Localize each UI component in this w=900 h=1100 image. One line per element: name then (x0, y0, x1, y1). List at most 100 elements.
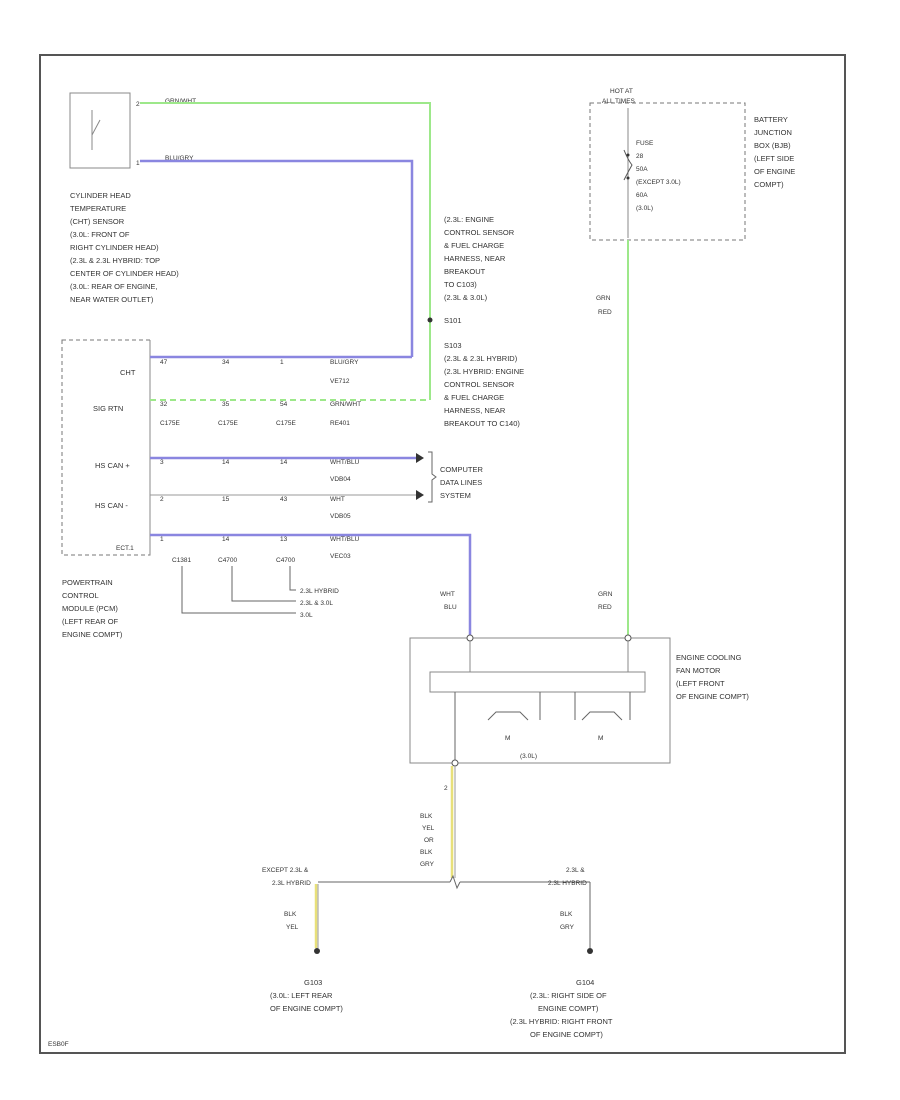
pcm-label-0: POWERTRAIN (62, 578, 113, 587)
arrow-hs-can-minus (416, 490, 424, 500)
pcm-label-2: MODULE (PCM) (62, 604, 118, 613)
cht-sensor: 2 1 GRN/WHT BLU/GRY CYLINDER HEAD TEMPER… (69, 92, 196, 304)
battery-junction-box: HOT AT ALL TIMES FUSE 28 50A (EXCEPT 3.0… (589, 88, 795, 241)
relay-left-contacts (454, 692, 541, 760)
ground-g103-dot (314, 948, 320, 954)
svg-text:14: 14 (222, 536, 230, 543)
arrow-hs-can-plus (416, 453, 424, 463)
svg-text:15: 15 (222, 496, 230, 503)
wire-label-blu-gry: BLU/GRY (165, 155, 194, 162)
sensor-pin-1: 1 (136, 160, 140, 167)
cht-label-5: (2.3L & 2.3L HYBRID: TOP (70, 256, 160, 265)
variant-23-30: 2.3L & 3.0L (300, 600, 333, 607)
wire-label-left-ground-0: BLK (284, 911, 297, 918)
cht-label-4: RIGHT CYLINDER HEAD) (70, 243, 159, 252)
fan-ground-pin: 2 (444, 785, 448, 792)
cht-label-6: CENTER OF CYLINDER HEAD) (70, 269, 179, 278)
cht-label-8: NEAR WATER OUTLET) (70, 295, 154, 304)
wire-label-right-ground-1: GRY (560, 924, 575, 931)
fan-label-2: (LEFT FRONT (676, 679, 725, 688)
fan-label-1: FAN MOTOR (676, 666, 721, 675)
bjb-label-5: COMPT) (754, 180, 784, 189)
wire-fan-control (150, 533, 472, 636)
svg-text:(2.3L HYBRID: ENGINE: (2.3L HYBRID: ENGINE (444, 367, 524, 376)
svg-text:(2.3L HYBRID: RIGHT FRONT: (2.3L HYBRID: RIGHT FRONT (510, 1017, 613, 1026)
bjb-title-0: HOT AT (610, 88, 633, 95)
svg-text:ENGINE COMPT): ENGINE COMPT) (538, 1004, 599, 1013)
svg-text:(2.3L: ENGINE: (2.3L: ENGINE (444, 215, 494, 224)
ground-g103-label: G103 (3.0L: LEFT REAR OF ENGINE COMPT) (270, 978, 343, 1013)
cht-label-2: (CHT) SENSOR (70, 217, 125, 226)
svg-text:13: 13 (280, 536, 288, 543)
wire-label-wht-blu-1: BLU (444, 604, 457, 611)
svg-text:32: 32 (160, 401, 168, 408)
bjb-label-1: JUNCTION (754, 128, 792, 137)
svg-text:43: 43 (280, 496, 288, 503)
svg-text:(2.3L & 3.0L): (2.3L & 3.0L) (444, 293, 488, 302)
svg-text:TO C103): TO C103) (444, 280, 477, 289)
bjb-label-4: OF ENGINE (754, 167, 795, 176)
svg-text:35: 35 (222, 401, 230, 408)
wire-label-grn-red-upper-0: GRN (596, 295, 611, 302)
connector-c175e-2: C175E (218, 420, 239, 427)
diagram-frame (39, 54, 846, 1054)
variant-hybrid: 2.3L HYBRID (300, 588, 339, 595)
svg-text:(3.0L): (3.0L) (636, 205, 653, 212)
svg-text:50A: 50A (636, 166, 648, 173)
connector-c1381: C1381 (172, 557, 192, 564)
variant-line-hybrid (289, 566, 296, 591)
svg-text:14: 14 (280, 459, 288, 466)
svg-text:BLK: BLK (420, 813, 433, 820)
motor-ground-wire-label: BLK YEL OR BLK GRY (420, 813, 435, 868)
cht-label-0: CYLINDER HEAD (70, 191, 131, 200)
wire-label-right-ground-0: BLK (560, 911, 573, 918)
wire-label-hs-can-plus: WHT/BLU (330, 459, 360, 466)
circuit-label-sig-rtn: RE401 (330, 420, 350, 427)
svg-text:& FUEL CHARGE: & FUEL CHARGE (444, 393, 504, 402)
svg-text:DATA LINES: DATA LINES (440, 478, 482, 487)
splice-s101-dot (427, 317, 433, 323)
wire-label-grn-red-lower-1: RED (598, 604, 612, 611)
cht-label-1: TEMPERATURE (70, 204, 126, 213)
pcm-row-sig-rtn: SIG RTN (93, 404, 123, 413)
svg-text:S103: S103 (444, 341, 462, 350)
wire-label-wht-blu-0: WHT (440, 591, 455, 598)
ground-g104-dot (587, 948, 593, 954)
wire-label-left-ground-1: YEL (286, 924, 299, 931)
pcm-label-1: CONTROL (62, 591, 99, 600)
svg-text:OF ENGINE COMPT): OF ENGINE COMPT) (270, 1004, 343, 1013)
engine-cooling-fan-motor: M M (3.0L) 2 ENGINE COOLING FAN MOTOR (L… (409, 634, 749, 792)
svg-text:2: 2 (160, 496, 164, 503)
branch-left-0: EXCEPT 2.3L & (262, 867, 309, 874)
bjb-body (589, 102, 746, 241)
bjb-label-2: BOX (BJB) (754, 141, 791, 150)
branch-left-1: 2.3L HYBRID (272, 880, 311, 887)
svg-text:1: 1 (160, 536, 164, 543)
branch-right-1: 2.3L HYBRID (548, 880, 587, 887)
svg-text:HARNESS, NEAR: HARNESS, NEAR (444, 254, 506, 263)
svg-text:(2.3L: RIGHT SIDE OF: (2.3L: RIGHT SIDE OF (530, 991, 607, 1000)
connector-c175e-1: C175E (160, 420, 181, 427)
svg-text:47: 47 (160, 359, 168, 366)
variant-line-23-30 (231, 566, 296, 602)
svg-text:SYSTEM: SYSTEM (440, 491, 471, 500)
pcm: ECT.1 CHT SIG RTN HS CAN + HS CAN - 47 3… (61, 339, 472, 639)
svg-text:COMPUTER: COMPUTER (440, 465, 484, 474)
relay-right-contacts (574, 692, 631, 721)
branch-right-0: 2.3L & (566, 867, 585, 874)
wire-label-sig-rtn: GRN/WHT (330, 401, 361, 408)
fan-label-3: OF ENGINE COMPT) (676, 692, 749, 701)
svg-text:CONTROL SENSOR: CONTROL SENSOR (444, 228, 515, 237)
svg-text:OF ENGINE COMPT): OF ENGINE COMPT) (530, 1030, 603, 1039)
cht-label-7: (3.0L: REAR OF ENGINE, (70, 282, 158, 291)
pcm-row-hs-can-minus: HS CAN - (95, 501, 128, 510)
wire-label-hs-can-minus: WHT (330, 496, 345, 503)
circuit-label-cht: VE712 (330, 378, 350, 385)
relay-m-left: M (505, 735, 510, 742)
wire-label-cht: BLU/GRY (330, 359, 359, 366)
fan-motor-body (409, 637, 671, 764)
svg-text:BREAKOUT TO C140): BREAKOUT TO C140) (444, 419, 520, 428)
wire-blu-gry-top (140, 159, 414, 357)
svg-text:54: 54 (280, 401, 288, 408)
